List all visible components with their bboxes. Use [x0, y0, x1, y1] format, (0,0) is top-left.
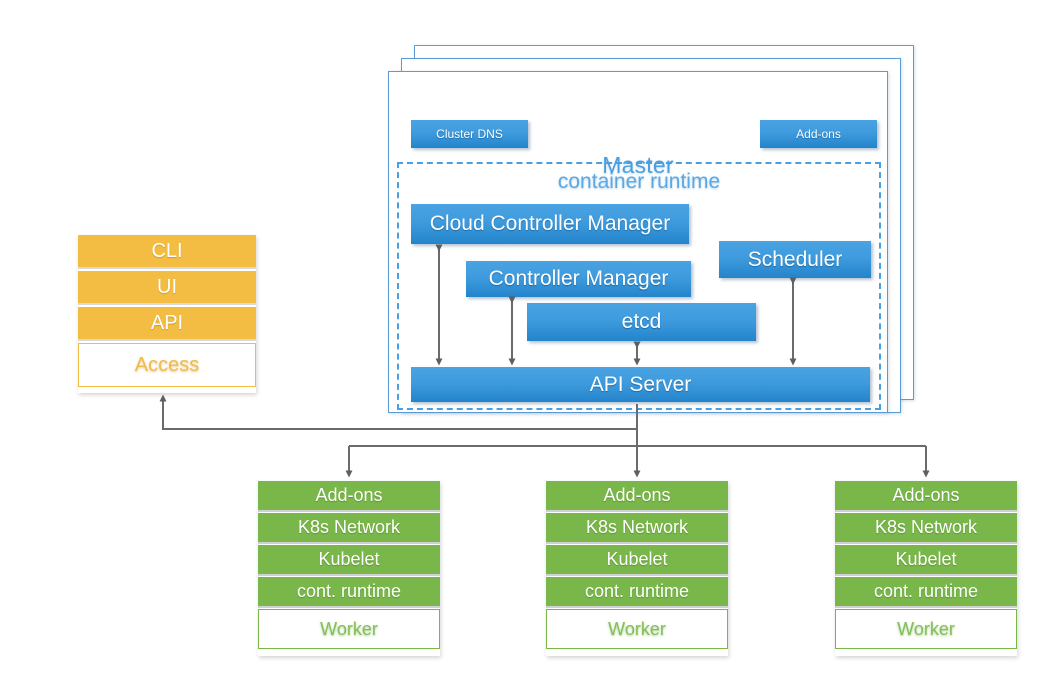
component-scheduler[interactable]: Scheduler	[719, 241, 871, 278]
worker-3-segment-cont-runtime[interactable]: cont. runtime	[835, 577, 1017, 608]
component-etcd[interactable]: etcd	[527, 303, 756, 341]
master-node[interactable]: Master Cluster DNS Add-ons container run…	[388, 71, 888, 413]
worker-2-segment-k8s-network[interactable]: K8s Network	[546, 513, 728, 544]
master-addon-cluster-dns[interactable]: Cluster DNS	[411, 120, 528, 148]
worker-1-segment-addons[interactable]: Add-ons	[258, 481, 440, 512]
access-segment-ui[interactable]: UI	[78, 271, 256, 305]
master-title: Master	[602, 152, 674, 178]
worker-2-segment-kubelet[interactable]: Kubelet	[546, 545, 728, 576]
access-footer[interactable]: Access	[78, 343, 256, 387]
worker-node-2[interactable]: Add-ons K8s Network Kubelet cont. runtim…	[546, 481, 728, 656]
worker-node-3[interactable]: Add-ons K8s Network Kubelet cont. runtim…	[835, 481, 1017, 656]
worker-1-segment-cont-runtime[interactable]: cont. runtime	[258, 577, 440, 608]
access-segment-api[interactable]: API	[78, 307, 256, 341]
worker-3-segment-k8s-network[interactable]: K8s Network	[835, 513, 1017, 544]
worker-3-footer[interactable]: Worker	[835, 609, 1017, 649]
container-runtime-region: container runtime	[397, 162, 881, 410]
worker-3-segment-addons[interactable]: Add-ons	[835, 481, 1017, 512]
worker-node-1[interactable]: Add-ons K8s Network Kubelet cont. runtim…	[258, 481, 440, 656]
component-controller-manager[interactable]: Controller Manager	[466, 261, 691, 297]
worker-1-footer[interactable]: Worker	[258, 609, 440, 649]
worker-2-segment-addons[interactable]: Add-ons	[546, 481, 728, 512]
access-segment-cli[interactable]: CLI	[78, 235, 256, 269]
worker-1-segment-k8s-network[interactable]: K8s Network	[258, 513, 440, 544]
component-cloud-controller-manager[interactable]: Cloud Controller Manager	[411, 204, 689, 244]
container-runtime-title: container runtime	[557, 170, 721, 193]
worker-3-segment-kubelet[interactable]: Kubelet	[835, 545, 1017, 576]
worker-1-segment-kubelet[interactable]: Kubelet	[258, 545, 440, 576]
worker-2-segment-cont-runtime[interactable]: cont. runtime	[546, 577, 728, 608]
component-api-server[interactable]: API Server	[411, 367, 870, 402]
worker-2-footer[interactable]: Worker	[546, 609, 728, 649]
access-stack[interactable]: CLI UI API Access	[78, 235, 256, 393]
master-addon-addons[interactable]: Add-ons	[760, 120, 877, 148]
